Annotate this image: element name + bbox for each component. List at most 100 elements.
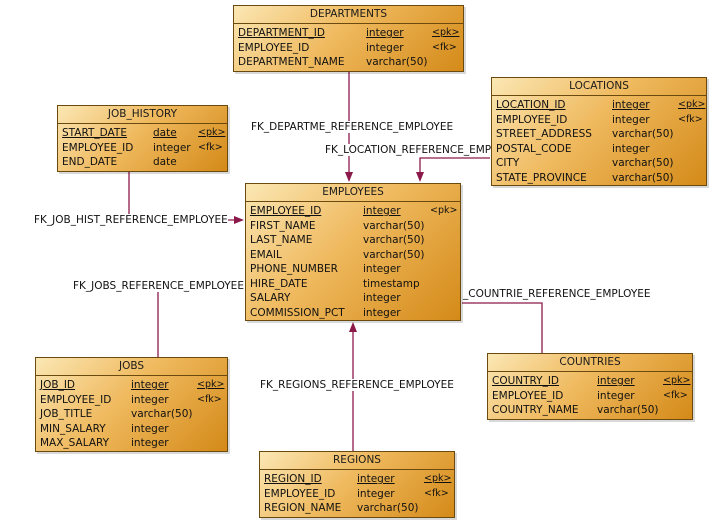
column-name: STATE_PROVINCE xyxy=(496,171,587,184)
table-title: DEPARTMENTS xyxy=(234,6,463,24)
column-type: integer xyxy=(597,375,635,387)
column-type: date xyxy=(153,156,177,168)
column-type: integer xyxy=(612,113,650,126)
column-key: <pk> xyxy=(663,375,691,386)
column-name: POSTAL_CODE xyxy=(496,142,572,155)
arrowhead-locations xyxy=(416,172,424,182)
column-type: varchar(50) xyxy=(363,234,425,246)
column-type: varchar(50) xyxy=(597,404,659,416)
table-title: JOB_HISTORY xyxy=(58,106,227,124)
label-fk-jobs: FK_JOBS_REFERENCE_EMPLOYEE xyxy=(73,280,244,292)
column-name: STREET_ADDRESS xyxy=(496,128,592,140)
column-name: MAX_SALARY xyxy=(40,437,110,449)
column-key: <fk> xyxy=(198,141,223,153)
column-type: integer xyxy=(363,263,401,275)
column-name: HIRE_DATE xyxy=(250,277,308,290)
column-row: CITY varchar(50) xyxy=(496,156,702,171)
column-type: integer xyxy=(131,422,169,435)
column-name: CITY xyxy=(496,157,520,169)
table-title: JOBS xyxy=(36,358,227,376)
column-name: DEPARTMENT_ID xyxy=(238,27,325,39)
column-type: varchar(50) xyxy=(612,128,674,140)
column-type: integer xyxy=(612,99,650,111)
column-name: COMMISSION_PCT xyxy=(250,306,345,319)
table-title: EMPLOYEES xyxy=(246,184,460,202)
label-fk-job-history: FK_JOB_HIST_REFERENCE_EMPLOYEE xyxy=(34,214,228,226)
column-row: END_DATE date xyxy=(62,155,223,170)
column-name: LOCATION_ID xyxy=(496,99,566,111)
table-title: LOCATIONS xyxy=(492,78,706,96)
column-name: EMPLOYEE_ID xyxy=(62,141,134,154)
column-type: integer xyxy=(366,27,404,39)
arrowhead-job-history xyxy=(234,216,244,224)
column-name: START_DATE xyxy=(62,127,127,139)
table-title: COUNTRIES xyxy=(488,354,692,372)
column-name: PHONE_NUMBER xyxy=(250,263,338,275)
column-row: EMPLOYEE_ID integer <fk> xyxy=(62,141,223,156)
column-name: SALARY xyxy=(250,292,291,304)
column-type: varchar(50) xyxy=(366,56,428,68)
column-name: END_DATE xyxy=(62,156,118,168)
label-fk-departments: FK_DEPARTME_REFERENCE_EMPLOYEE xyxy=(251,121,454,133)
arrowhead-regions xyxy=(349,322,357,332)
column-name: EMPLOYEE_ID xyxy=(264,487,336,500)
table-title: REGIONS xyxy=(260,452,454,470)
column-type: integer xyxy=(131,437,169,449)
column-type: integer xyxy=(153,141,191,154)
column-name: JOB_ID xyxy=(40,379,75,391)
column-type: integer xyxy=(363,292,401,304)
table-countries[interactable]: COUNTRIES COUNTRY_ID integer <pk> EMPLOYEE… xyxy=(487,353,693,420)
column-key: <pk> xyxy=(424,473,452,484)
link-countries xyxy=(462,302,543,353)
column-type: varchar(50) xyxy=(357,502,419,514)
column-row: STATE_PROVINCE varchar(50) xyxy=(496,171,702,186)
column-type: integer xyxy=(612,142,650,155)
column-row: COMMISSION_PCT integer xyxy=(250,306,456,321)
column-row: COUNTRY_NAME varchar(50) xyxy=(492,403,688,418)
column-type: integer xyxy=(357,487,395,500)
column-type: date xyxy=(153,127,177,139)
column-name: COUNTRY_NAME xyxy=(492,404,579,416)
column-name: COUNTRY_ID xyxy=(492,375,560,387)
column-key: <pk> xyxy=(197,379,225,390)
column-type: varchar(50) xyxy=(131,408,193,420)
column-row: POSTAL_CODE integer xyxy=(496,142,702,157)
column-row: PHONE_NUMBER integer xyxy=(250,262,456,277)
column-type: integer xyxy=(357,473,395,485)
column-key: <fk> xyxy=(678,113,703,125)
column-name: EMAIL xyxy=(250,248,282,261)
column-row: SALARY integer xyxy=(250,291,456,306)
label-fk-regions: FK_REGIONS_REFERENCE_EMPLOYEE xyxy=(260,379,454,391)
column-type: varchar(50) xyxy=(612,157,674,169)
column-type: varchar(50) xyxy=(612,171,674,184)
column-key: <fk> xyxy=(432,41,457,53)
column-type: integer xyxy=(363,306,401,319)
column-key: <fk> xyxy=(663,389,688,401)
label-fk-countries: _COUNTRIE_REFERENCE_EMPLOYEE xyxy=(463,288,651,300)
column-key: <fk> xyxy=(424,487,449,499)
column-key: <fk> xyxy=(197,393,222,405)
link-job-history xyxy=(128,172,242,221)
column-name: REGION_NAME xyxy=(264,502,342,514)
column-row: COUNTRY_ID integer <pk> xyxy=(492,374,691,389)
column-row: REGION_NAME varchar(50) xyxy=(264,501,450,516)
